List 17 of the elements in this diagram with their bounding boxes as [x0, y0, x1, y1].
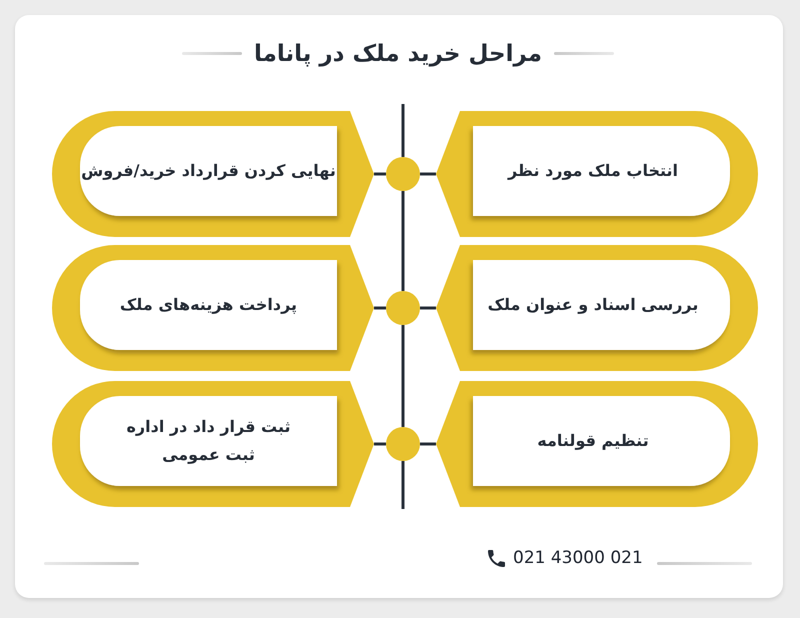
timeline-line [402, 325, 404, 427]
timeline-line [402, 104, 404, 157]
step-box: ثبت قرار داد در اداره ثبت عمومی [52, 381, 374, 507]
timeline-line [402, 191, 404, 291]
connector-line [420, 442, 436, 446]
step-box: انتخاب ملک مورد نظر [436, 111, 758, 237]
step-box: بررسی اسناد و عنوان ملک [436, 245, 758, 371]
connector-line [374, 442, 386, 446]
connector-line [374, 306, 386, 310]
connector-line [374, 172, 386, 176]
phone-number: 021 43000 021 [513, 548, 643, 568]
timeline-line [402, 461, 404, 509]
step-box: پرداخت هزینه‌های ملک [52, 245, 374, 371]
step-box: نهایی کردن قرارداد خرید/فروش [52, 111, 374, 237]
connector-line [420, 172, 436, 176]
title: مراحل خرید ملک در پاناما [254, 40, 542, 69]
step-box: تنظیم قولنامه [436, 381, 758, 507]
